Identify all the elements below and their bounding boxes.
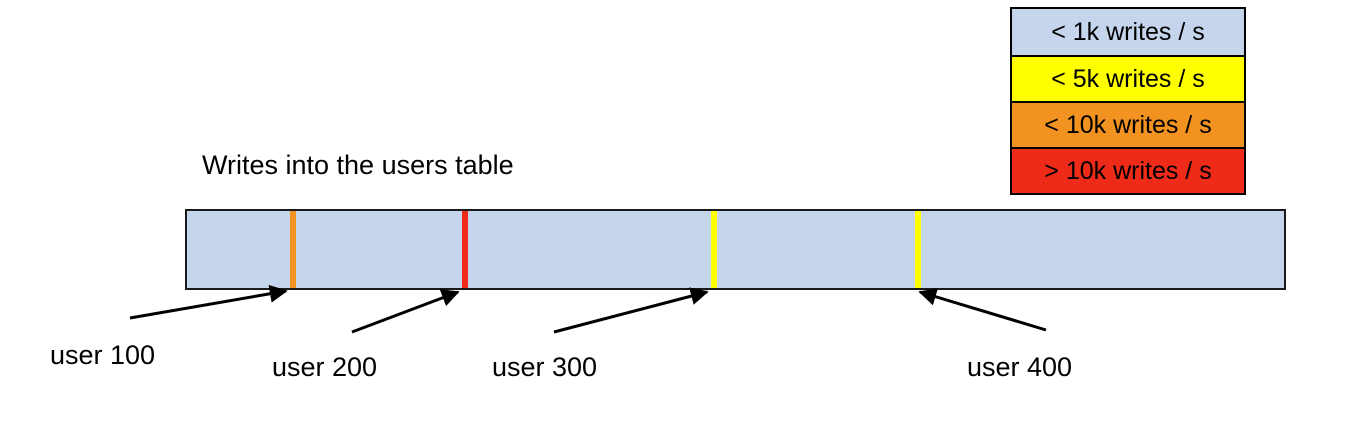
hotspot-stripe-user-400	[915, 211, 921, 288]
keyspace-bar	[185, 209, 1286, 290]
arrow-user-200	[351, 289, 460, 334]
legend-entry-label: < 10k writes / s	[1044, 110, 1212, 139]
legend-entry-under-1k: < 1k writes / s	[1012, 9, 1244, 55]
legend-entry-under-10k: < 10k writes / s	[1012, 101, 1244, 147]
chart-title: Writes into the users table	[202, 150, 514, 180]
hotspot-stripe-user-300	[711, 211, 717, 288]
boundary-label-user-100: user 100	[50, 340, 156, 370]
hotspot-stripe-user-200	[462, 211, 468, 288]
arrow-user-100	[129, 284, 288, 320]
legend-entry-label: > 10k writes / s	[1044, 156, 1212, 185]
arrow-user-400	[918, 288, 1047, 332]
legend-entry-label: < 5k writes / s	[1051, 64, 1205, 93]
boundary-label-user-200: user 200	[272, 352, 378, 382]
boundary-label-user-300: user 300	[492, 352, 598, 382]
arrow-user-300	[553, 287, 709, 334]
boundary-label-user-400: user 400	[967, 352, 1073, 382]
hotspot-stripe-user-100	[290, 211, 296, 288]
legend-entry-label: < 1k writes / s	[1051, 17, 1205, 46]
legend-entry-over-10k: > 10k writes / s	[1012, 147, 1244, 193]
legend: < 1k writes / s < 5k writes / s < 10k wr…	[1010, 7, 1246, 195]
legend-entry-under-5k: < 5k writes / s	[1012, 55, 1244, 101]
